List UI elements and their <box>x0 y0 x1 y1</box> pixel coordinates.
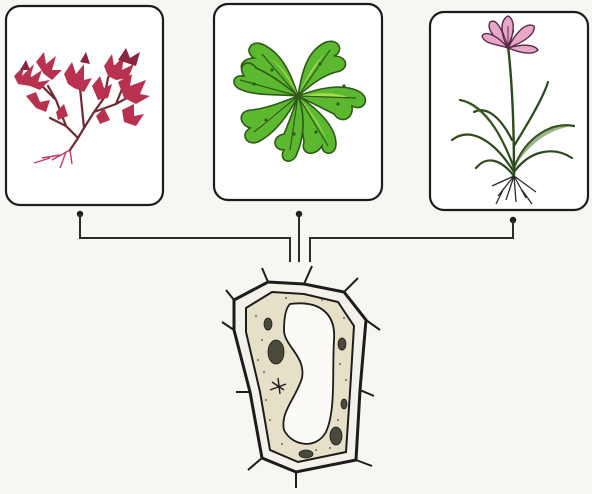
plant-cell-icon <box>222 266 380 488</box>
organism-card-green-thallus <box>214 4 382 200</box>
connector-left <box>80 214 290 262</box>
connector-lines <box>77 211 516 262</box>
connector-right <box>310 220 513 262</box>
organism-card-flowering-plant <box>430 12 588 210</box>
organism-card-red-seaweed <box>6 6 163 205</box>
